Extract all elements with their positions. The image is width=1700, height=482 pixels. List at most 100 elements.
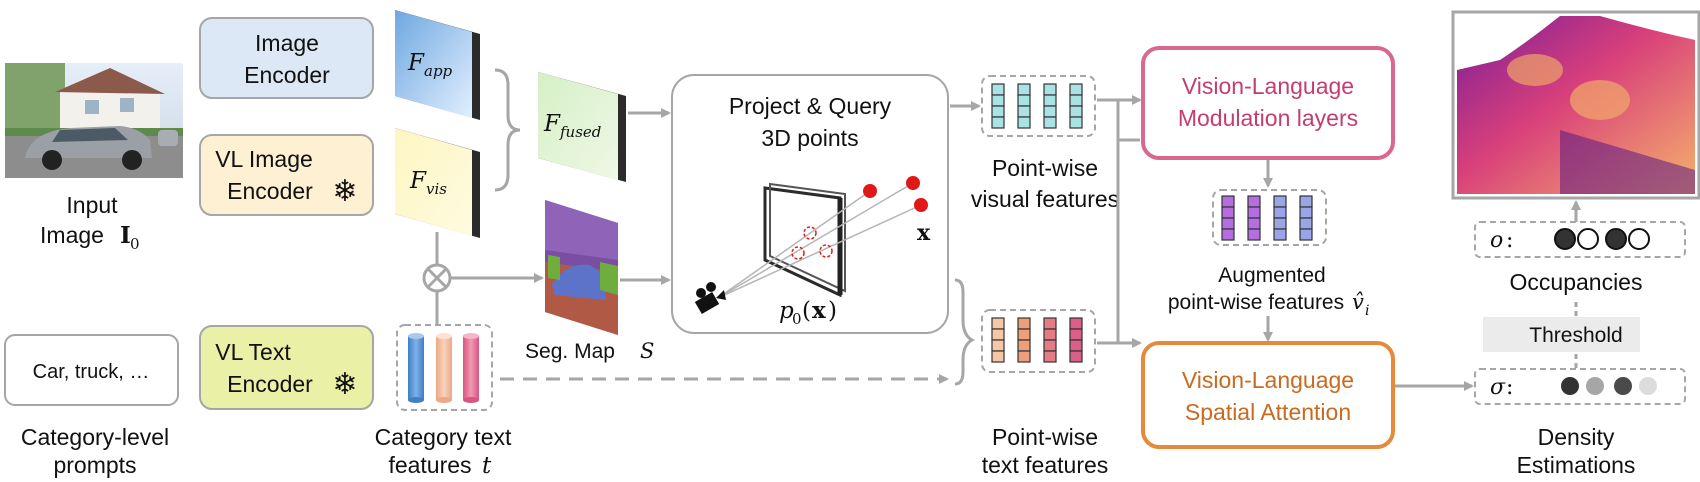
vl-text-encoder-box bbox=[199, 325, 374, 410]
f-vis-sub: vis bbox=[426, 180, 447, 198]
pointwise-text-vectors bbox=[991, 317, 1083, 363]
projection-formula: p 0 ( x ) bbox=[779, 297, 837, 328]
text-feature-cylinders bbox=[408, 333, 479, 403]
vector-cell bbox=[1043, 328, 1057, 341]
vector-cell bbox=[991, 116, 1005, 129]
vl-image-encoder-label-1: VL Image bbox=[215, 146, 313, 172]
vector-cell bbox=[991, 83, 1005, 96]
vector-cell bbox=[1069, 83, 1083, 96]
pointwise-visual-label-1: Point-wise bbox=[992, 155, 1098, 181]
vector-cell bbox=[1069, 350, 1083, 363]
vector-cell bbox=[1043, 116, 1057, 129]
image-encoder-box bbox=[199, 17, 374, 99]
vector-cell bbox=[991, 105, 1005, 118]
seg-map bbox=[545, 200, 618, 335]
f-vis-symbol: F bbox=[409, 168, 427, 194]
occupancy-dot bbox=[1628, 228, 1650, 250]
modulation-box bbox=[1141, 46, 1395, 160]
threshold-box bbox=[1483, 317, 1640, 352]
vector-cell bbox=[1247, 195, 1261, 208]
vector-cell bbox=[991, 317, 1005, 330]
vector-cell bbox=[1221, 195, 1235, 208]
modulation-label-2: Modulation layers bbox=[1178, 105, 1358, 131]
vl-text-encoder-label-1: VL Text bbox=[215, 339, 291, 365]
text-features-box bbox=[396, 324, 493, 411]
vector-cell bbox=[1247, 228, 1261, 241]
vector-cell bbox=[1299, 228, 1313, 241]
f-vis-map bbox=[395, 128, 480, 238]
vl-text-encoder-label-2: Encoder bbox=[227, 371, 313, 397]
vector-cell bbox=[1043, 83, 1057, 96]
vector-cell bbox=[1017, 328, 1031, 341]
occupancy-dot bbox=[1605, 228, 1627, 250]
f-fused-symbol: F bbox=[543, 111, 561, 137]
pointwise-text-label-1: Point-wise bbox=[992, 424, 1098, 450]
vector-cell bbox=[1221, 217, 1235, 230]
density-label-1: Density bbox=[1538, 424, 1615, 450]
input-image-label-2: Image bbox=[40, 222, 104, 248]
projected-point bbox=[791, 246, 805, 260]
vector-cell bbox=[1069, 105, 1083, 118]
f-fused-sub: fused bbox=[559, 123, 601, 141]
prompts-box bbox=[4, 334, 179, 406]
proj-close: ) bbox=[828, 298, 837, 324]
f-app-map bbox=[395, 10, 480, 120]
occupancy-dot bbox=[1554, 228, 1576, 250]
vector-cell bbox=[1017, 83, 1031, 96]
proj-x: x bbox=[812, 297, 826, 324]
project-title-1: Project & Query bbox=[729, 93, 892, 119]
vector-cell bbox=[1299, 206, 1313, 219]
vector-cell bbox=[991, 350, 1005, 363]
occupancy-render bbox=[1451, 10, 1700, 200]
density-dot bbox=[1614, 377, 1632, 395]
occupancy-symbol: o bbox=[1490, 228, 1503, 253]
project-text-brace bbox=[954, 278, 976, 386]
occupancy-colon: : bbox=[1506, 228, 1513, 253]
point-3d bbox=[906, 176, 920, 190]
pointwise-text-box bbox=[981, 309, 1096, 373]
vector-cell bbox=[1017, 94, 1031, 107]
vector-cell bbox=[1017, 339, 1031, 352]
vector-cell bbox=[1069, 317, 1083, 330]
augmented-symbol: v̂ bbox=[1352, 290, 1364, 314]
projected-point bbox=[803, 226, 817, 240]
vector-cell bbox=[1247, 206, 1261, 219]
density-colon: : bbox=[1506, 375, 1513, 400]
vector-cell bbox=[1273, 206, 1287, 219]
vector-cell bbox=[1043, 94, 1057, 107]
f-fused-map bbox=[538, 72, 626, 182]
augmented-symbol-sub: i bbox=[1365, 303, 1369, 319]
proj-sub: 0 bbox=[792, 310, 802, 328]
augmented-label-1: Augmented bbox=[1218, 264, 1325, 287]
vector-cell bbox=[1247, 217, 1261, 230]
pointwise-visual-vectors bbox=[991, 83, 1083, 129]
otimes-icon bbox=[422, 263, 452, 293]
augmented-vectors bbox=[1221, 195, 1313, 241]
image-encoder-label-2: Encoder bbox=[244, 62, 330, 88]
vector-cell bbox=[1017, 350, 1031, 363]
merge-brace bbox=[494, 68, 521, 192]
prompts-label-2: prompts bbox=[53, 452, 136, 478]
text-features-label-2: features bbox=[388, 452, 471, 478]
snowflake-icon: ❄ bbox=[332, 368, 357, 401]
vector-cell bbox=[1017, 105, 1031, 118]
seg-map-label: Seg. Map bbox=[525, 340, 615, 363]
vector-cell bbox=[1043, 339, 1057, 352]
point-3d bbox=[914, 198, 928, 212]
pointwise-text-label-2: text features bbox=[982, 452, 1109, 478]
augmented-label-2: point-wise features bbox=[1168, 291, 1344, 314]
attention-box bbox=[1141, 341, 1395, 449]
seg-map-symbol: S bbox=[640, 339, 654, 363]
vector-cell bbox=[1273, 228, 1287, 241]
vector-cell bbox=[1017, 116, 1031, 129]
occupancies-label: Occupancies bbox=[1510, 269, 1643, 295]
vector-cell bbox=[991, 328, 1005, 341]
vector-cell bbox=[1299, 195, 1313, 208]
vl-image-encoder-box bbox=[199, 134, 374, 216]
f-app-sub: app bbox=[424, 62, 453, 80]
prompts-label-1: Category-level bbox=[21, 424, 169, 450]
projected-point bbox=[819, 244, 833, 258]
occupancy-dot bbox=[1577, 228, 1599, 250]
vector-cell bbox=[991, 339, 1005, 352]
